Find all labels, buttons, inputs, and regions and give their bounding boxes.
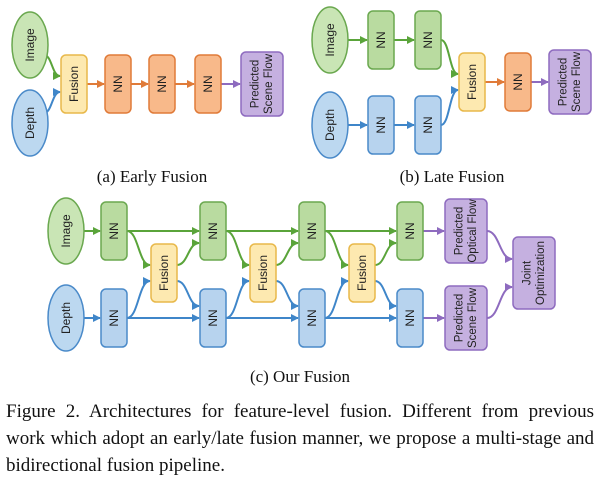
fusion-block-c-f2-label: Fusion — [256, 255, 270, 291]
fusion-block-c-f3: Fusion — [348, 243, 376, 303]
arrow-c-scene-flow-to-joint — [486, 283, 513, 319]
arrow-b-image-branch-to-fusion — [440, 39, 459, 78]
arrow-c-stage2-image-to-fusion — [225, 230, 250, 269]
nn-block-a-nn1: NN — [104, 54, 132, 114]
nn-block-depth-c-b4: NN — [396, 288, 424, 348]
arrow-c-stage2-fusion-to-image — [275, 239, 299, 266]
nn-block-image-c-g3-label: NN — [305, 222, 319, 239]
nn-block-a-nn3-label: NN — [201, 75, 215, 92]
panel-label-late-fusion: (b) Late Fusion — [400, 167, 505, 186]
nn-block-depth-c-b3: NN — [298, 288, 326, 348]
image-input-c-img-label: Image — [59, 214, 73, 248]
image-input-b-img-label: Image — [323, 23, 337, 57]
fusion-block-b-fus: Fusion — [458, 52, 486, 112]
nn-block-image-c-g3: NN — [298, 201, 326, 261]
nn-block-depth-b-nb1: NN — [367, 95, 395, 155]
arrow-c-stage3-depth-to-fusion — [324, 277, 349, 319]
nn-block-a-nn2: NN — [148, 54, 176, 114]
fusion-block-c-f2: Fusion — [249, 243, 277, 303]
nn-block-depth-c-b1-label: NN — [107, 309, 121, 326]
fusion-block-c-f1: Fusion — [150, 243, 178, 303]
depth-input-c-dep: Depth — [47, 284, 85, 352]
arrow-c-stage2-fusion-to-depth — [275, 280, 299, 310]
arrow-c-optical-flow-to-joint — [486, 230, 513, 263]
scene-flow-output-b-out-label-2: Scene Flow — [571, 51, 583, 112]
nn-block-depth-c-b4-label: NN — [403, 309, 417, 326]
panel-label-early-fusion: (a) Early Fusion — [97, 167, 208, 186]
optical-flow-output-c-opt-label-2: Optical Flow — [467, 199, 479, 263]
joint-optimization-block-c-joint-label-2: Optimization — [535, 241, 547, 305]
nn-block-depth-b-nb2: NN — [414, 95, 442, 155]
nn-block-b-nn: NN — [504, 52, 532, 112]
nn-block-depth-b-nb1-label: NN — [374, 116, 388, 133]
nn-block-depth-c-b3-label: NN — [305, 309, 319, 326]
scene-flow-output-c-sf-label-1: Predicted — [453, 294, 465, 343]
fusion-block-c-f1-label: Fusion — [157, 255, 171, 291]
nn-block-image-c-g2: NN — [199, 201, 227, 261]
arrow-c-stage2-depth-to-fusion — [225, 277, 250, 319]
nn-block-image-b-ng2-label: NN — [421, 31, 435, 48]
nn-block-image-c-g1-label: NN — [107, 222, 121, 239]
arrow-c-stage1-image-to-fusion — [126, 230, 151, 269]
arrow-c-stage3-fusion-to-image — [374, 239, 397, 266]
depth-input-b-dep: Depth — [311, 91, 349, 159]
arrow-c-stage3-image-to-fusion — [324, 230, 349, 269]
scene-flow-output-c-sf-label-2: Scene Flow — [467, 287, 479, 348]
image-input-a-img: Image — [11, 11, 49, 79]
nn-block-a-nn3: NN — [194, 54, 222, 114]
nn-block-depth-c-b2: NN — [199, 288, 227, 348]
nn-block-image-b-ng2: NN — [414, 10, 442, 70]
optical-flow-output-c-opt-label-1: Predicted — [453, 207, 465, 256]
fusion-block-a-fus-label: Fusion — [67, 66, 81, 102]
scene-flow-output-a-out-label-1: Predicted — [249, 60, 261, 109]
arrow-b-depth-branch-to-fusion — [440, 86, 459, 126]
image-input-c-img: Image — [47, 197, 85, 265]
nn-block-image-b-ng1-label: NN — [374, 31, 388, 48]
fusion-block-b-fus-label: Fusion — [465, 64, 479, 100]
panel-label-our-fusion: (c) Our Fusion — [250, 367, 351, 386]
image-input-b-img: Image — [311, 6, 349, 74]
nn-block-a-nn1-label: NN — [111, 75, 125, 92]
image-input-a-img-label: Image — [23, 28, 37, 62]
depth-input-a-dep: Depth — [11, 89, 49, 157]
depth-input-b-dep-label: Depth — [323, 109, 337, 141]
nn-block-depth-b-nb2-label: NN — [421, 116, 435, 133]
arrow-c-stage1-fusion-to-image — [176, 239, 200, 266]
nn-block-image-c-g1: NN — [100, 201, 128, 261]
nn-block-a-nn2-label: NN — [155, 75, 169, 92]
depth-input-c-dep-label: Depth — [59, 302, 73, 334]
nn-block-b-nn-label: NN — [511, 73, 525, 90]
arrow-c-stage1-fusion-to-depth — [176, 280, 200, 310]
scene-flow-output-b-out-label-1: Predicted — [557, 58, 569, 107]
nn-block-image-c-g4: NN — [396, 201, 424, 261]
nn-block-image-b-ng1: NN — [367, 10, 395, 70]
depth-input-a-dep-label: Depth — [23, 107, 37, 139]
nn-block-image-c-g2-label: NN — [206, 222, 220, 239]
arrow-c-stage1-depth-to-fusion — [126, 277, 151, 319]
nn-block-image-c-g4-label: NN — [403, 222, 417, 239]
scene-flow-output-a-out-label-2: Scene Flow — [263, 53, 275, 114]
fusion-block-a-fus: Fusion — [60, 54, 88, 114]
nn-block-depth-c-b1: NN — [100, 288, 128, 348]
fusion-block-c-f3-label: Fusion — [355, 255, 369, 291]
arrow-c-stage3-fusion-to-depth — [374, 280, 397, 310]
nn-block-depth-c-b2-label: NN — [206, 309, 220, 326]
figure-caption: Figure 2. Architectures for feature-leve… — [6, 401, 594, 476]
joint-optimization-block-c-joint-label-1: Joint — [521, 260, 533, 285]
